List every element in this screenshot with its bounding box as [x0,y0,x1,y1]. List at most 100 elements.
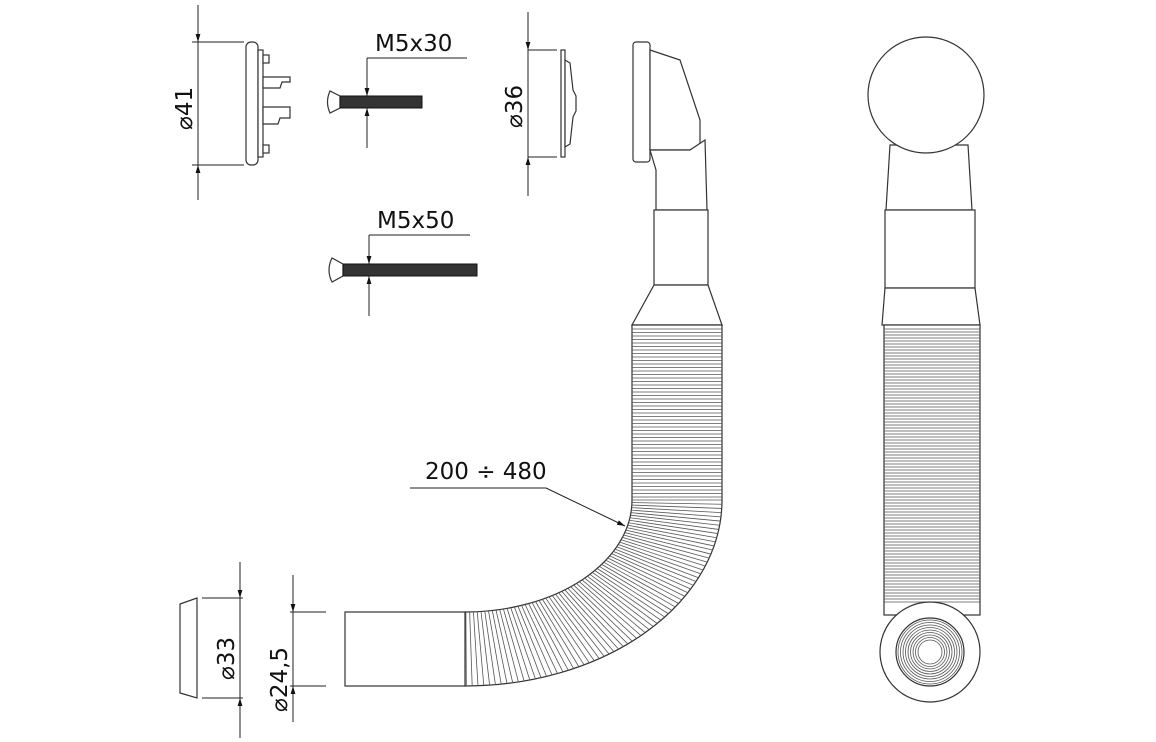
cover-diameter-label: 36 [502,85,528,114]
cap-part [245,41,291,166]
hose-rib [473,611,479,686]
hose-rib [491,610,508,684]
ring-rib [915,637,945,667]
hose-rib [548,596,595,661]
hose-rib [626,527,715,547]
hose-rib [628,522,717,539]
svg-text:⌀24,5: ⌀24,5 [267,647,293,712]
hose-rib [631,504,722,509]
diameter-symbol: ⌀ [502,114,528,128]
diameter-symbol: ⌀ [214,666,240,680]
hose-rib [605,559,682,601]
hose-rib [545,597,590,664]
hose-rib [631,509,721,518]
hose-rib [630,514,720,526]
hose-rib [528,603,564,673]
hose-rib [618,544,701,575]
hose-rib [535,601,574,669]
ring-rib [917,639,943,665]
ring-rib [912,634,948,670]
dimension-ring-diameter: ⌀33 [202,562,243,738]
hose-rib [601,564,676,608]
hose-rib [579,581,642,636]
diameter-symbol: ⌀ [267,698,293,712]
hose-rib [629,519,718,534]
dimension-cap-diameter: ⌀41 [172,5,244,200]
hose-rib [589,574,658,624]
diameter-symbol: ⌀ [172,116,198,130]
ring-rib [902,624,958,680]
hose-rib [499,609,519,683]
dimension-tube-diameter: ⌀24,5 [267,575,326,722]
hose-rib [476,611,485,686]
hose-rib [616,546,699,579]
ring-rib [905,627,955,677]
hose-rib [623,534,710,559]
ring-rib [900,622,960,682]
hose-rib [514,606,542,678]
hose-rib [570,586,629,645]
hose-rib [531,602,569,671]
hose-rib [573,584,633,642]
hose-rib [506,608,531,681]
hose-rib [619,541,704,571]
hose-rib [542,599,585,666]
hose-rib [624,532,711,555]
ring-diameter-label: 33 [214,637,240,666]
hose-rib [630,512,721,522]
hose-rib [603,561,679,604]
hose-rib [538,600,580,667]
svg-text:⌀33: ⌀33 [214,637,240,680]
dimension-hose-length: 200 ÷ 480 [410,459,626,527]
hose-rib [631,502,722,505]
hose-rib [517,606,547,677]
hose-rib [607,557,686,597]
hose-rib [567,587,624,647]
hose-rib [584,577,650,630]
hose-rib [555,593,605,657]
svg-text:⌀41: ⌀41 [172,87,198,130]
hose-rib [627,524,716,543]
hose-length-label: 200 ÷ 480 [425,459,547,485]
hose-rib [524,604,558,674]
hose-rib [594,570,665,618]
svg-text:⌀36: ⌀36 [502,85,528,128]
hose-rib [576,583,637,639]
dimension-screw-long: M5x50 [366,208,470,316]
hose-rib [495,609,514,683]
hose-rib [561,591,615,652]
screw-long-label: M5x50 [377,208,454,234]
screw-short [326,90,423,114]
hose-rib [551,595,600,659]
ring-rib [897,619,963,685]
screw-short-label: M5x30 [375,31,452,57]
hose-rib [510,607,536,680]
hose-rib [614,548,697,582]
hose-rib [558,592,610,655]
dimension-cover-diameter: ⌀36 [502,12,557,196]
tube-diameter-label: 24,5 [267,647,293,698]
hose-rib [587,575,654,627]
hose-rib [613,551,694,586]
ring-part [179,597,198,699]
hose-rib [596,568,669,615]
hose-front-view [867,36,985,703]
hose-rib [622,537,708,563]
hose-rib [480,611,491,686]
hose-rib [592,572,662,621]
hose-rib [469,611,473,686]
hose-rib [611,553,691,590]
cover-part [560,49,577,158]
hose-rib [599,566,673,611]
hose-rib [564,589,619,650]
cap-diameter-label: 41 [172,87,198,116]
screw-long [328,257,478,283]
hose-rib [620,539,706,567]
hose-rib [609,555,688,594]
hose-rib [581,579,646,633]
hose-side-view [344,41,723,687]
hose-rib [484,611,496,685]
hose-rib [521,605,553,676]
